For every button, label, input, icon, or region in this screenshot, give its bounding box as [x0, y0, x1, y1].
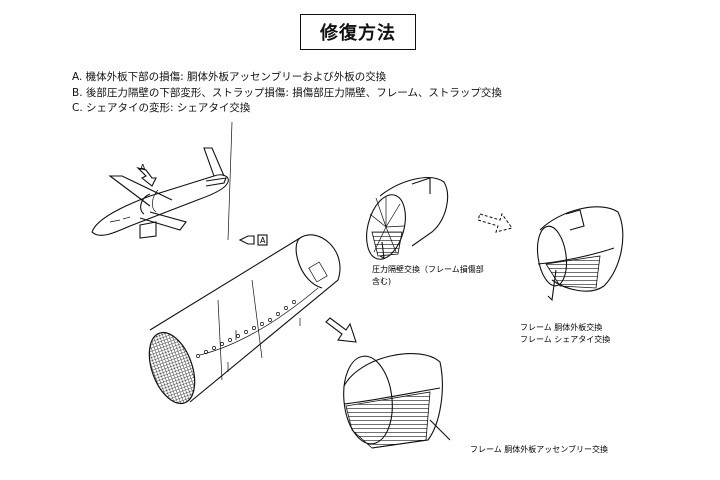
- arrow-down-right: [325, 317, 357, 343]
- repair-item-a: A. 機体外板下部の損傷: 胴体外板アッセンブリーおよび外板の交換: [72, 71, 387, 83]
- skin-assembly-section: [343, 353, 451, 449]
- bottom-caption: フレーム 胴体外板アッセンブリー交換: [470, 444, 608, 454]
- view-marker: [238, 234, 268, 246]
- bulkhead-section: [366, 177, 449, 260]
- arrow-right-dashed: [477, 212, 513, 233]
- repair-item-c: C. シェアタイの変形: シェアタイ交換: [72, 102, 251, 114]
- right-caption-line1: フレーム 胴体外板交換: [520, 322, 602, 332]
- fuselage-section: [148, 234, 341, 405]
- bulkhead-caption-line2: 含む): [372, 276, 391, 286]
- repair-item-b: B. 後部圧力隔壁の下部変形、ストラップ損傷: 損傷部圧力隔壁、フレーム、ストラ…: [72, 86, 502, 99]
- aircraft-illustration: [91, 147, 229, 239]
- frame-skin-section: [536, 206, 624, 302]
- view-marker-label: A: [260, 236, 266, 245]
- repair-items-list: A. 機体外板下部の損傷: 胴体外板アッセンブリーおよび外板の交換 B. 後部圧…: [72, 70, 502, 117]
- right-caption-line2: フレーム シェアタイ交換: [520, 334, 610, 344]
- aircraft-marker-label: A: [140, 163, 146, 172]
- window-row: [196, 300, 296, 358]
- divider-line: [227, 121, 233, 241]
- page-title: 修復方法: [300, 14, 416, 50]
- bulkhead-caption-line1: 圧力隔壁交換（フレーム損傷部: [372, 264, 484, 274]
